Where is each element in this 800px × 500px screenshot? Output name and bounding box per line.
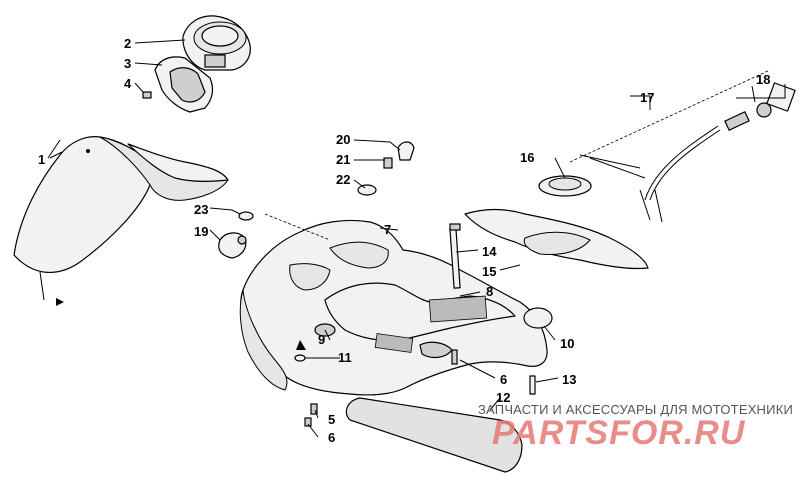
direction-arrows <box>56 298 306 350</box>
part-7-console <box>239 213 548 396</box>
part-23-washer <box>238 211 254 221</box>
callout-6-right: 6 <box>500 372 507 387</box>
part-21-clip <box>383 157 393 169</box>
part-22-washer <box>357 184 377 196</box>
callout-21: 21 <box>336 152 350 167</box>
watermark-caption: ЗАПЧАСТИ И АКСЕССУАРЫ ДЛЯ МОТОТЕХНИКИ <box>478 402 794 417</box>
part-1-fender <box>13 136 229 301</box>
callout-9: 9 <box>318 332 325 347</box>
callout-15: 15 <box>482 264 496 279</box>
arrow-center-icon <box>296 340 306 350</box>
callout-4: 4 <box>124 76 132 91</box>
part-17-cables <box>569 69 771 223</box>
part-18-key-switch <box>736 82 796 118</box>
watermark-logo: PARTSFOR.RU <box>492 414 746 452</box>
leader-lines <box>49 39 756 438</box>
callout-23: 23 <box>194 202 208 217</box>
callout-labels: 1 2 3 4 5 6 6 7 8 9 10 11 12 13 14 15 16… <box>38 36 770 445</box>
callout-10: 10 <box>560 336 574 351</box>
callout-11: 11 <box>338 350 352 365</box>
callout-5: 5 <box>328 412 335 427</box>
part-13-bolt <box>529 375 536 395</box>
part-4-screw <box>142 91 152 99</box>
part-12-foam-strip <box>345 397 523 473</box>
callout-7: 7 <box>384 222 391 237</box>
arrow-left-icon <box>56 298 64 306</box>
callout-17: 17 <box>640 90 654 105</box>
callout-22: 22 <box>336 172 350 187</box>
callout-2: 2 <box>124 36 131 51</box>
part-19-lamp-socket <box>218 232 247 259</box>
callout-8: 8 <box>486 284 493 299</box>
callout-13: 13 <box>562 372 576 387</box>
part-6-screw <box>304 349 458 427</box>
part-5-screw <box>310 403 318 415</box>
callout-16: 16 <box>520 150 534 165</box>
part-15-rear-panel <box>464 208 649 270</box>
part-14-bolt <box>449 223 461 289</box>
callout-18: 18 <box>756 72 770 87</box>
part-20-switch <box>397 141 415 161</box>
part-3-bracket <box>154 56 214 113</box>
callout-20: 20 <box>336 132 350 147</box>
callout-19: 19 <box>194 224 208 239</box>
callout-1: 1 <box>38 152 45 167</box>
callout-3: 3 <box>124 56 131 71</box>
callout-12: 12 <box>496 390 510 405</box>
part-11-nut <box>294 354 306 362</box>
callout-14: 14 <box>482 244 497 259</box>
part-16-grommet <box>538 175 592 197</box>
part-10-round-cover <box>523 307 553 329</box>
callout-6-lower: 6 <box>328 430 335 445</box>
part-2-gauge <box>182 15 251 71</box>
